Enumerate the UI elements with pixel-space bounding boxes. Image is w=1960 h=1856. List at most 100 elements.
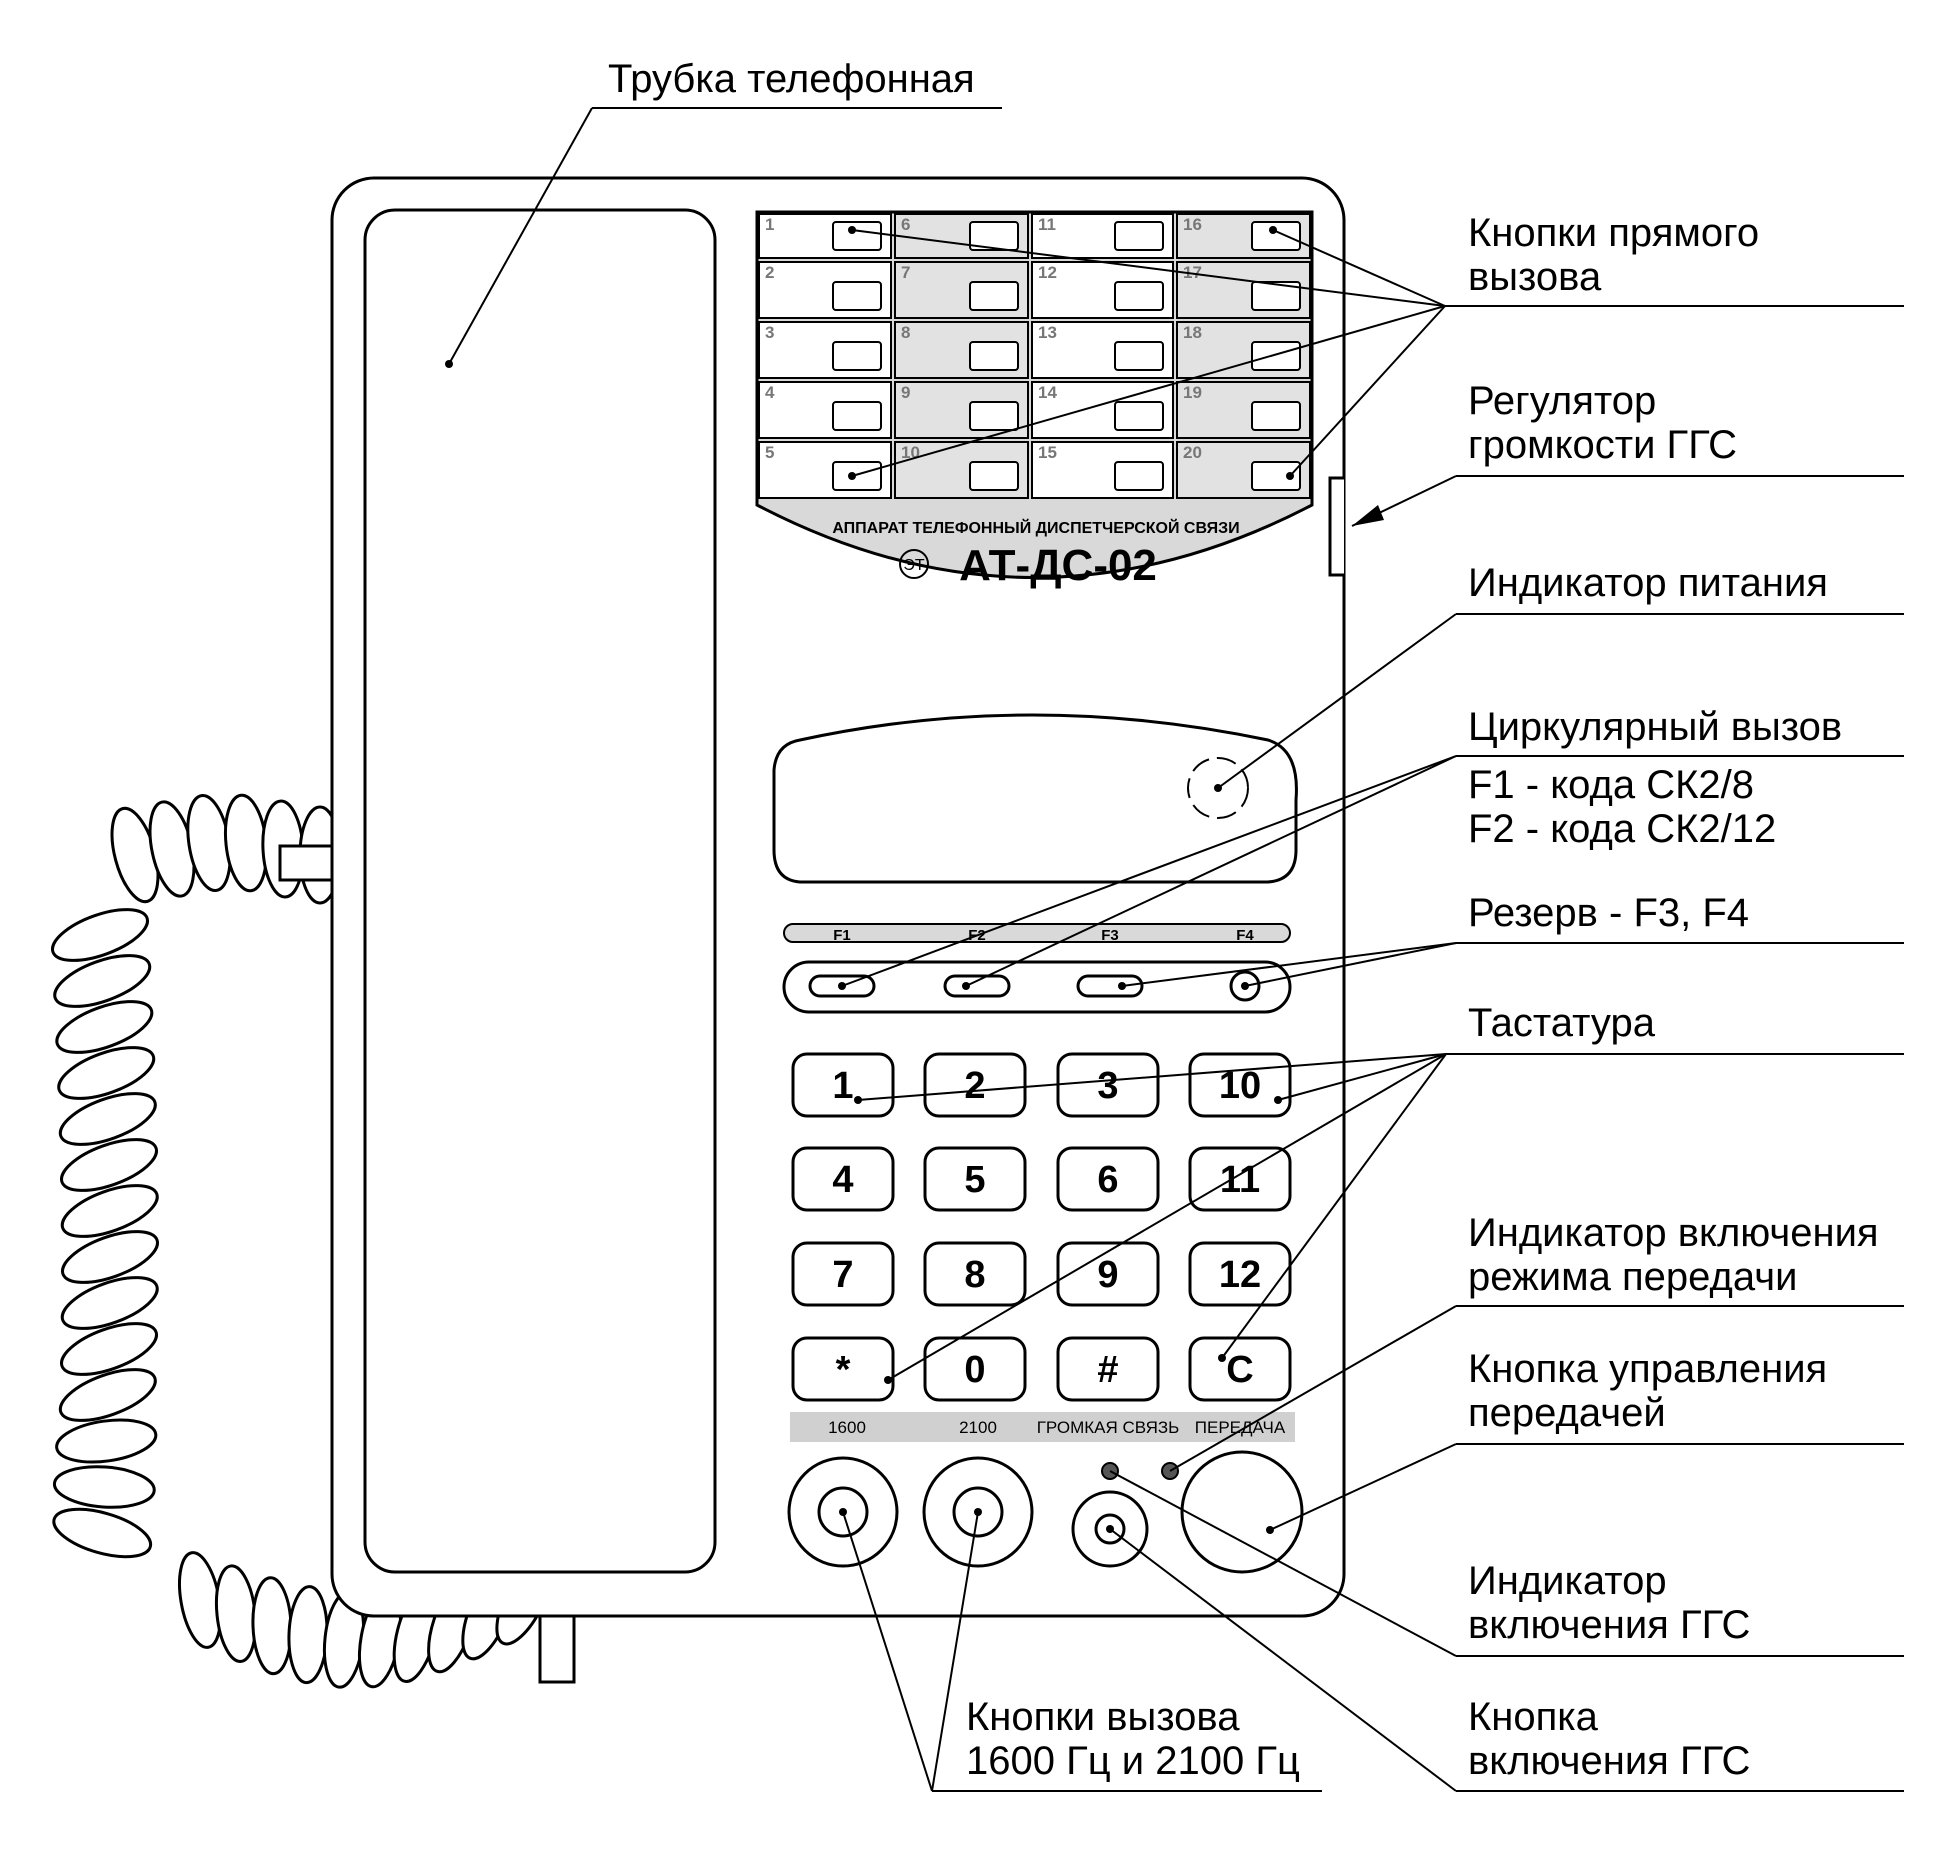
direct-call-button[interactable] [832,221,882,251]
keypad-key[interactable]: 8 [923,1241,1027,1307]
function-label-strip [783,923,1291,943]
callout-tx-button-1: Кнопка управления [1468,1347,1827,1391]
keypad-key-label: 12 [1219,1254,1261,1296]
keypad-key[interactable]: 11 [1188,1146,1292,1212]
direct-call-button[interactable] [1114,281,1164,311]
direct-call-cell: 4 [758,381,892,439]
label-1600: 1600 [828,1418,866,1437]
keypad-key-label: # [1097,1349,1118,1391]
direct-call-button[interactable] [969,221,1019,251]
keypad-key-label: 8 [964,1254,985,1296]
direct-call-number: 14 [1038,383,1057,402]
direct-call-number: 17 [1183,263,1202,282]
direct-call-button[interactable] [969,461,1019,491]
function-key-F3[interactable] [1076,974,1144,998]
direct-call-cell: 14 [1031,381,1174,439]
cord-coil [58,1092,157,1146]
keypad-key[interactable]: 0 [923,1336,1027,1402]
keypad-key[interactable]: 5 [923,1146,1027,1212]
direct-call-button[interactable] [969,401,1019,431]
callout-call-buttons-1: Кнопки вызова [966,1695,1240,1739]
direct-call-number: 18 [1183,323,1202,342]
direct-call-number: 12 [1038,263,1057,282]
direct-call-number: 13 [1038,323,1057,342]
direct-call-button[interactable] [969,281,1019,311]
keypad-key[interactable]: 12 [1188,1241,1292,1307]
keypad-key-label: 6 [1097,1159,1118,1201]
device-model: АТ-ДС-02 [959,541,1157,590]
cord-coil [61,1230,159,1284]
transmit-control-button[interactable] [1180,1450,1304,1574]
function-key-label: F1 [833,927,851,944]
keypad-key[interactable]: C [1188,1336,1292,1402]
keypad-key[interactable]: 7 [791,1241,895,1307]
direct-call-button[interactable] [1251,221,1301,251]
function-key-label: F4 [1236,927,1254,944]
direct-call-cell: 17 [1176,261,1311,319]
callout-tx-indicator-2: режима передачи [1468,1255,1797,1299]
callout-direct-call-1: Кнопки прямого [1468,211,1759,255]
cord-coil [52,1507,153,1559]
direct-call-number: 16 [1183,215,1202,234]
power-indicator [1187,757,1249,819]
label-transmit: ПЕРЕДАЧА [1195,1418,1286,1437]
direct-call-number: 9 [901,383,910,402]
direct-call-button[interactable] [832,401,882,431]
direct-call-number: 7 [901,263,910,282]
keypad-key-label: 1 [832,1065,853,1107]
direct-call-number: 2 [765,263,774,282]
logo: ЭТ [899,549,929,579]
cord-coil [51,908,149,962]
keypad-key[interactable]: 1 [791,1052,895,1118]
keypad-key-label: 0 [964,1349,985,1391]
direct-call-cell: 10 [894,441,1029,499]
direct-call-button[interactable] [1251,461,1301,491]
cord-coil [58,1368,157,1422]
callout-ggs-indicator-2: включения ГГС [1468,1603,1750,1647]
direct-call-button[interactable] [1251,341,1301,371]
direct-call-button[interactable] [1114,461,1164,491]
callout-ggs-button-1: Кнопка [1468,1695,1599,1739]
direct-call-number: 20 [1183,443,1202,462]
direct-call-button[interactable] [832,281,882,311]
callout-ggs-indicator-1: Индикатор [1468,1559,1667,1603]
callout-direct-call-2: вызова [1468,255,1602,299]
direct-call-button[interactable] [1114,401,1164,431]
callout-f1-code: F1 - кода СК2/8 [1468,763,1754,807]
direct-call-button[interactable] [1251,281,1301,311]
callout-tx-indicator-1: Индикатор включения [1468,1211,1879,1255]
direct-call-button[interactable] [1114,341,1164,371]
keypad-key[interactable]: 3 [1056,1052,1160,1118]
handset[interactable] [363,208,717,1574]
direct-call-cell: 11 [1031,213,1174,259]
direct-call-number: 3 [765,323,774,342]
direct-call-button[interactable] [832,461,882,491]
direct-call-button[interactable] [832,341,882,371]
direct-call-cell: 18 [1176,321,1311,379]
display-window [772,713,1298,884]
keypad-key[interactable]: 2 [923,1052,1027,1118]
device-subtitle: АППАРАТ ТЕЛЕФОННЫЙ ДИСПЕТЧЕРСКОЙ СВЯЗИ [832,518,1239,537]
keypad-key[interactable]: # [1056,1336,1160,1402]
keypad-key[interactable]: * [791,1336,895,1402]
cord-coil [57,1046,156,1100]
cord-coil [60,1276,159,1330]
keypad-key[interactable]: 4 [791,1146,895,1212]
direct-call-button[interactable] [1251,401,1301,431]
bottom-label-strip [790,1412,1295,1442]
direct-call-button[interactable] [969,341,1019,371]
callout-keypad: Тастатура [1468,1001,1656,1045]
direct-call-cell: 8 [894,321,1029,379]
keypad-key[interactable]: 10 [1188,1052,1292,1118]
direct-call-number: 15 [1038,443,1057,462]
keypad-key[interactable]: 9 [1056,1241,1160,1307]
keypad-key[interactable]: 6 [1056,1146,1160,1212]
direct-call-cell: 13 [1031,321,1174,379]
direct-call-button[interactable] [1114,221,1164,251]
function-key-F2[interactable] [943,974,1011,998]
keypad-key-label: 9 [1097,1254,1118,1296]
volume-regulator[interactable] [1328,476,1344,577]
direct-call-number: 19 [1183,383,1202,402]
